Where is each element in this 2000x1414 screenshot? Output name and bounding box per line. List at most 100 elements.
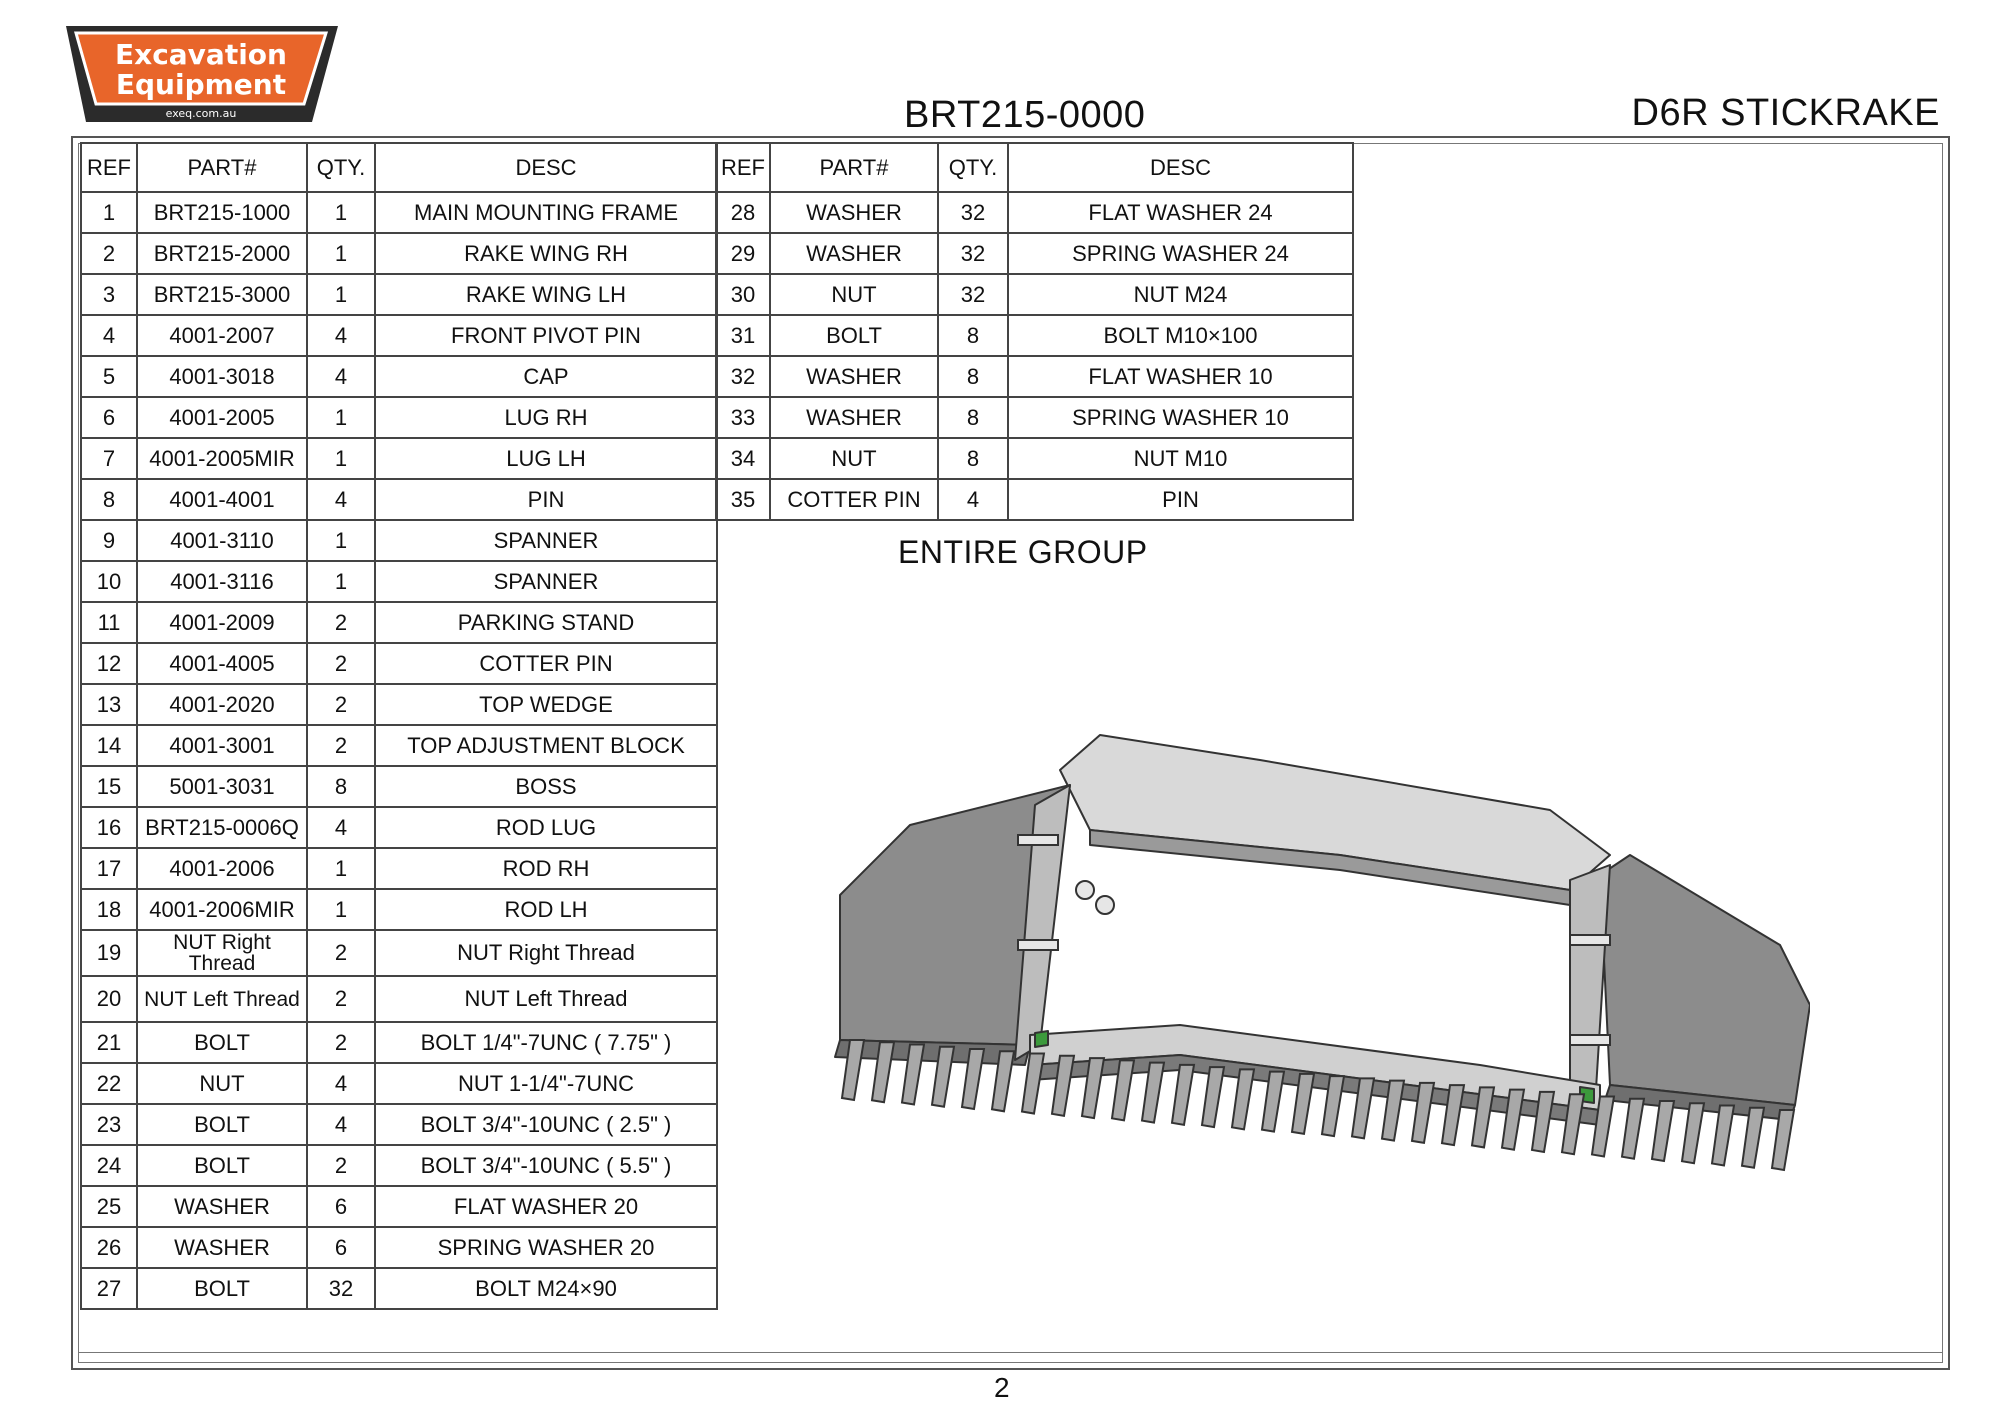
cell-part: BOLT <box>136 1144 308 1187</box>
cell-desc: RAKE WING RH <box>374 232 718 275</box>
cell-desc: BOSS <box>374 765 718 808</box>
cell-part: 4001-2005 <box>136 396 308 439</box>
cell-desc: TOP ADJUSTMENT BLOCK <box>374 724 718 767</box>
cell-desc: SPRING WASHER 20 <box>374 1226 718 1269</box>
cell-ref: 4 <box>80 314 138 357</box>
cell-desc: NUT M10 <box>1007 437 1354 480</box>
excavation-equipment-logo: Excavation Equipment exeq.com.au <box>66 26 338 122</box>
cell-desc: FRONT PIVOT PIN <box>374 314 718 357</box>
cell-part: NUT <box>769 273 939 316</box>
rake-tine <box>1680 1102 1706 1165</box>
cell-desc: NUT 1-1/4"-7UNC <box>374 1062 718 1105</box>
cell-qty: 2 <box>306 929 376 977</box>
cell-desc: SPANNER <box>374 560 718 603</box>
cell-desc: FLAT WASHER 20 <box>374 1185 718 1228</box>
cell-qty: 2 <box>306 601 376 644</box>
cell-qty: 2 <box>306 642 376 685</box>
cell-ref: 16 <box>80 806 138 849</box>
pivot-pin-2 <box>1017 939 1059 951</box>
rake-tine <box>1020 1052 1046 1115</box>
cell-ref: 19 <box>80 929 138 977</box>
header-desc: DESC <box>1007 142 1354 193</box>
rake-tine <box>1140 1061 1166 1124</box>
cell-desc: CAP <box>374 355 718 398</box>
cell-qty: 8 <box>937 437 1009 480</box>
cell-part: COTTER PIN <box>769 478 939 521</box>
cell-ref: 10 <box>80 560 138 603</box>
document-title: D6R STICKRAKE <box>1631 92 1940 134</box>
cell-ref: 14 <box>80 724 138 767</box>
cell-ref: 7 <box>80 437 138 480</box>
cell-desc: PIN <box>1007 478 1354 521</box>
cell-ref: 29 <box>715 232 771 275</box>
cell-qty: 4 <box>306 806 376 849</box>
cell-part: WASHER <box>769 232 939 275</box>
rake-tine <box>900 1043 926 1106</box>
cell-desc: SPRING WASHER 24 <box>1007 232 1354 275</box>
cell-ref: 25 <box>80 1185 138 1228</box>
pivot-pin-4 <box>1569 1034 1611 1046</box>
cell-ref: 3 <box>80 273 138 316</box>
rake-tine <box>1290 1072 1316 1136</box>
cell-qty: 2 <box>306 1144 376 1187</box>
rake-tine <box>1110 1059 1136 1122</box>
cell-ref: 30 <box>715 273 771 316</box>
cell-part: 4001-2006 <box>136 847 308 890</box>
rake-tine <box>1260 1070 1286 1133</box>
cell-part: 4001-4005 <box>136 642 308 685</box>
logo-line2: Equipment <box>116 68 286 101</box>
rake-tine <box>1500 1088 1526 1151</box>
cell-qty: 32 <box>306 1267 376 1310</box>
cell-ref: 8 <box>80 478 138 521</box>
pivot-pin-1 <box>1017 834 1059 846</box>
cell-part: 4001-4001 <box>136 478 308 521</box>
cell-ref: 34 <box>715 437 771 480</box>
cell-ref: 9 <box>80 519 138 562</box>
cell-qty: 32 <box>937 273 1009 316</box>
logo-line1: Excavation <box>115 38 287 71</box>
cell-part: BRT215-2000 <box>136 232 308 275</box>
cell-qty: 4 <box>306 355 376 398</box>
cell-qty: 32 <box>937 191 1009 234</box>
spanner-lug-2 <box>1095 895 1115 915</box>
cell-part: 5001-3031 <box>136 765 308 808</box>
cell-ref: 12 <box>80 642 138 685</box>
rake-tine <box>1740 1106 1766 1169</box>
cell-desc: LUG LH <box>374 437 718 480</box>
cell-ref: 6 <box>80 396 138 439</box>
cell-part: 4001-2020 <box>136 683 308 726</box>
rake-tine <box>870 1041 896 1104</box>
cell-qty: 1 <box>306 232 376 275</box>
cell-part: 4001-2006MIR <box>136 888 308 931</box>
rake-tine <box>1770 1109 1796 1172</box>
document-code: BRT215-0000 <box>904 94 1146 136</box>
header-qty: QTY. <box>306 142 376 193</box>
rake-tine <box>1620 1097 1646 1160</box>
cell-qty: 2 <box>306 1021 376 1064</box>
cell-ref: 28 <box>715 191 771 234</box>
cell-qty: 1 <box>306 560 376 603</box>
cell-qty: 6 <box>306 1226 376 1269</box>
cell-qty: 2 <box>306 975 376 1023</box>
cell-part: BOLT <box>136 1103 308 1146</box>
cell-part: 4001-3018 <box>136 355 308 398</box>
rake-tine <box>1050 1054 1076 1117</box>
cell-qty: 1 <box>306 437 376 480</box>
